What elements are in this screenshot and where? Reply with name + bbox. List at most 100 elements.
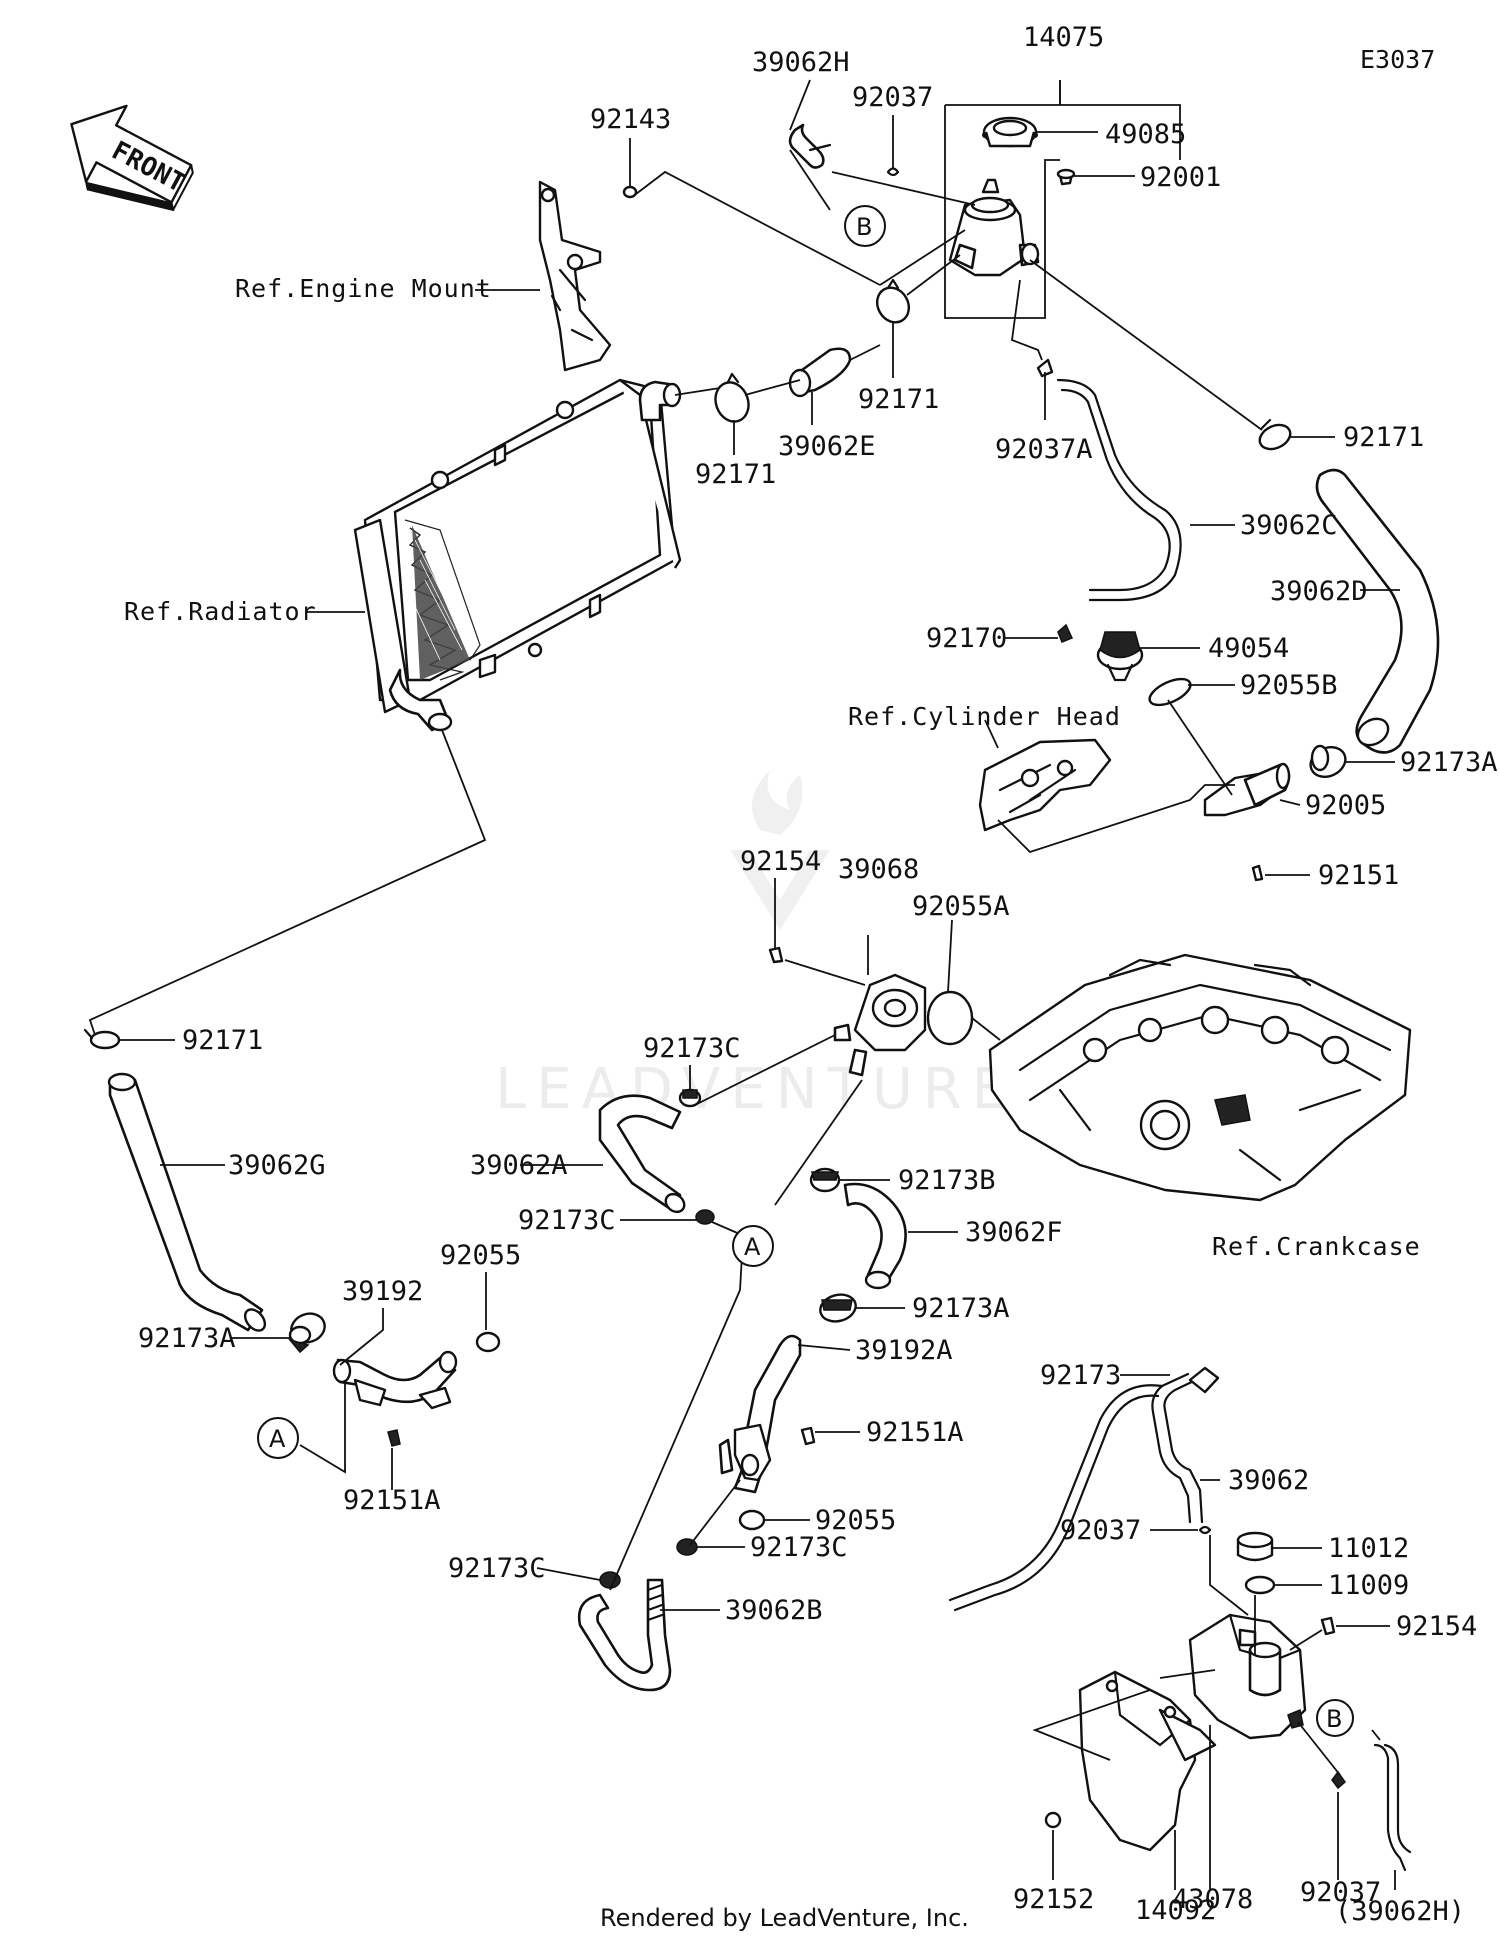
part-92037-mid: 92037 bbox=[1060, 1515, 1141, 1546]
clamp-92173A-mid bbox=[819, 1293, 857, 1323]
reservoir-cap bbox=[1236, 1531, 1274, 1562]
clamp-92173A-right bbox=[1309, 744, 1347, 778]
part-39062B: 39062B bbox=[725, 1595, 823, 1626]
radiator bbox=[353, 378, 682, 732]
callout-a-left: A bbox=[257, 1417, 299, 1459]
part-92037-top: 92037 bbox=[852, 82, 933, 113]
clamp-92173A-left bbox=[287, 1312, 326, 1354]
part-92171-c: 92171 bbox=[1343, 422, 1424, 453]
clamp-92037-mid bbox=[1198, 1525, 1212, 1535]
watermark-text: LEADVENTURE bbox=[495, 1057, 1017, 1122]
part-92055-mid: 92055 bbox=[815, 1505, 896, 1536]
pipe-39192A bbox=[718, 1334, 802, 1494]
hose-39062H bbox=[788, 123, 832, 169]
part-39062: 39062 bbox=[1228, 1465, 1309, 1496]
hose-39062C-inner bbox=[1060, 388, 1171, 592]
part-14075: 14075 bbox=[1023, 22, 1104, 53]
group-bracket-14075 bbox=[945, 104, 1181, 160]
part-92170: 92170 bbox=[926, 623, 1007, 654]
clamp-92037-top bbox=[886, 167, 900, 177]
bolt-92151A-right bbox=[800, 1426, 816, 1446]
cylinder-head bbox=[978, 738, 1112, 832]
thermostat-cover-92005 bbox=[1203, 762, 1291, 817]
part-92055B: 92055B bbox=[1240, 670, 1338, 701]
part-92005: 92005 bbox=[1305, 790, 1386, 821]
thermostat-housing bbox=[948, 178, 1040, 277]
engine-mount-bracket bbox=[538, 180, 612, 372]
ref-crankcase: Ref.Crankcase bbox=[1212, 1232, 1421, 1261]
cover-14092 bbox=[1078, 1670, 1217, 1852]
oring-92055-mid bbox=[738, 1509, 766, 1531]
part-92151: 92151 bbox=[1318, 860, 1399, 891]
clamp-92037A bbox=[1036, 358, 1054, 378]
oring-92055-left bbox=[475, 1331, 501, 1353]
part-92154-top: 92154 bbox=[740, 846, 821, 877]
callout-b-top: B bbox=[844, 205, 886, 247]
callout-b-bottom-text: B bbox=[1326, 1705, 1342, 1733]
part-39062C: 39062C bbox=[1240, 510, 1338, 541]
callout-b-bottom: B bbox=[1316, 1699, 1354, 1737]
part-14092: 14092 bbox=[1135, 1895, 1216, 1926]
callout-a-mid-text: A bbox=[744, 1233, 761, 1261]
front-arrow-icon: FRONT bbox=[70, 104, 194, 212]
hose-39062G bbox=[107, 1072, 267, 1332]
watermark: LEADVENTURE bbox=[495, 770, 1017, 1122]
bolt-92151A-left bbox=[387, 1429, 401, 1447]
bolt-92151 bbox=[1251, 864, 1264, 882]
part-49054: 49054 bbox=[1208, 633, 1289, 664]
part-92055-left: 92055 bbox=[440, 1240, 521, 1271]
callout-b-top-text: B bbox=[856, 213, 872, 241]
radiator-core-fins bbox=[404, 519, 481, 681]
part-92055A: 92055A bbox=[912, 891, 1010, 922]
clamp-92171-left bbox=[83, 1028, 121, 1050]
part-39062A: 39062A bbox=[470, 1150, 568, 1181]
hose-39062C bbox=[1056, 378, 1182, 602]
hose-39062F bbox=[843, 1182, 907, 1282]
part-92173C-c: 92173C bbox=[750, 1532, 848, 1563]
part-92143: 92143 bbox=[590, 104, 671, 135]
thermostat bbox=[1096, 631, 1144, 682]
hose-39062 bbox=[948, 1366, 1220, 1612]
part-92173C-b: 92173C bbox=[518, 1205, 616, 1236]
part-39062G: 39062G bbox=[228, 1150, 326, 1181]
part-39192A: 39192A bbox=[855, 1335, 953, 1366]
bolt-92154-bottom bbox=[1320, 1616, 1336, 1636]
part-92037-bottom: 92037 bbox=[1300, 1877, 1381, 1908]
clamp-92173C-b bbox=[695, 1209, 715, 1225]
part-43078: 43078 bbox=[1172, 1884, 1253, 1915]
part-92173A-right: 92173A bbox=[1400, 747, 1498, 778]
ref-cylinder-head: Ref.Cylinder Head bbox=[848, 702, 1121, 731]
oring-92055B bbox=[1148, 677, 1192, 707]
callout-a-mid: A bbox=[732, 1225, 774, 1267]
clamp-92037-bottom bbox=[1331, 1770, 1347, 1790]
pipe-39192 bbox=[332, 1350, 458, 1410]
part-92154-bottom: 92154 bbox=[1396, 1611, 1477, 1642]
part-39062D: 39062D bbox=[1270, 576, 1368, 607]
clamp-92173B bbox=[809, 1167, 841, 1193]
callout-a-left-text: A bbox=[269, 1425, 286, 1453]
clamp-92171-b bbox=[875, 278, 911, 324]
part-92173B: 92173B bbox=[898, 1165, 996, 1196]
oring-92055A bbox=[926, 990, 974, 1046]
footer-credit: Rendered by LeadVenture, Inc. bbox=[600, 1904, 969, 1932]
bolt-92001 bbox=[1056, 168, 1076, 186]
ref-radiator: Ref.Radiator bbox=[124, 597, 317, 626]
radiator-cap bbox=[982, 116, 1038, 148]
part-39062H: 39062H bbox=[752, 47, 850, 78]
hose-39062H-bottom bbox=[1373, 1743, 1412, 1872]
part-39192: 39192 bbox=[342, 1276, 423, 1307]
part-11012: 11012 bbox=[1328, 1533, 1409, 1564]
leader-lines bbox=[88, 79, 1400, 1890]
clamp-92170 bbox=[1057, 623, 1074, 643]
part-39062H-ref: (39062H) bbox=[1335, 1896, 1465, 1927]
part-92001: 92001 bbox=[1140, 162, 1221, 193]
washer-92152 bbox=[1044, 1811, 1062, 1829]
part-92173A-mid: 92173A bbox=[912, 1293, 1010, 1324]
part-39068: 39068 bbox=[838, 854, 919, 885]
part-11009: 11009 bbox=[1328, 1570, 1409, 1601]
clamp-92171-a bbox=[714, 372, 750, 423]
hose-39062B bbox=[577, 1578, 672, 1692]
part-92151A-right: 92151A bbox=[866, 1417, 964, 1448]
part-92171-left: 92171 bbox=[182, 1025, 263, 1056]
